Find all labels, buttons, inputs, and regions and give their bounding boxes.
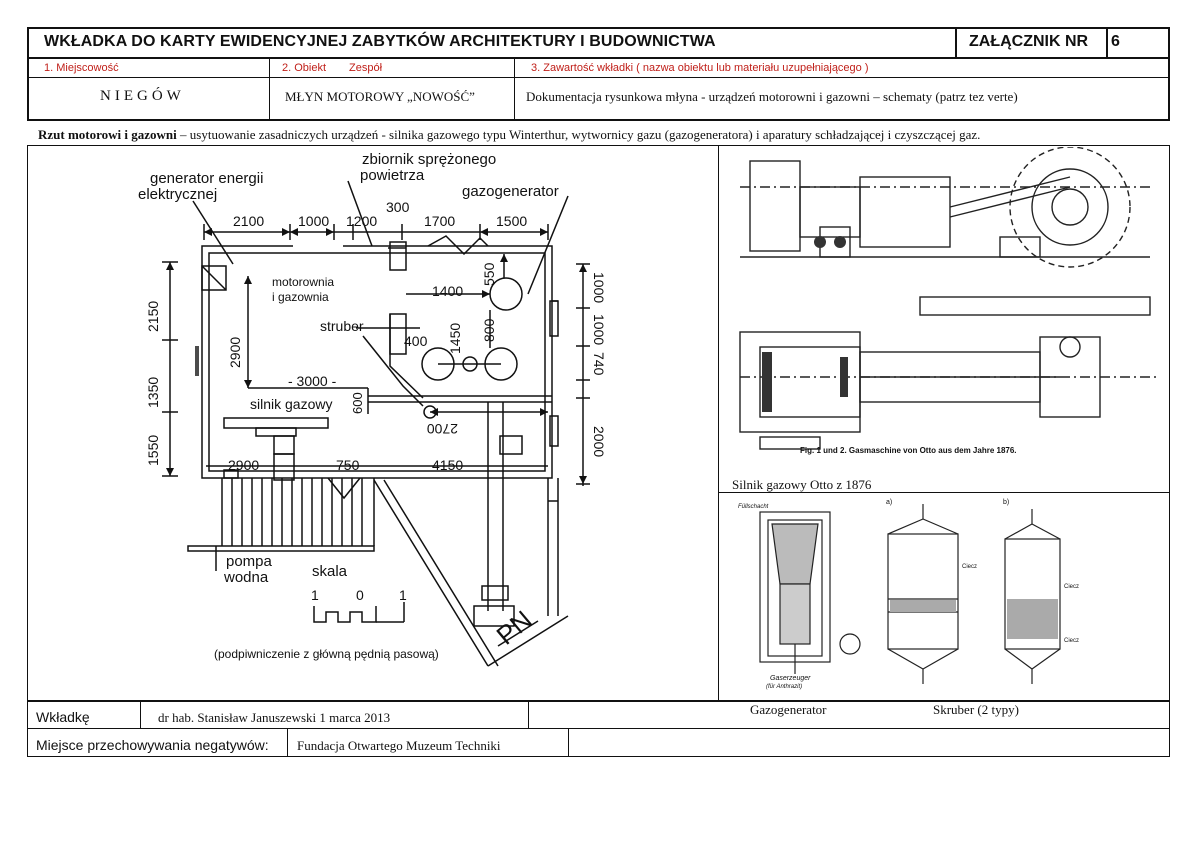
object-value: MŁYN MOTOROWY „NOWOŚĆ” (285, 89, 475, 104)
scheme-gaserzeuger: Gaserzeuger (770, 675, 811, 682)
content-label: 3. Zawartość wkładki ( nazwa obiektu lub… (531, 62, 869, 74)
dim-right-740: 740 (591, 352, 607, 376)
dim-2100: 2100 (233, 213, 264, 229)
dim-300: 300 (386, 199, 410, 215)
scheme-gaserzeuger-2: (für Anthrazit) (766, 684, 802, 690)
scheme-label-a: a) (886, 499, 892, 506)
content-frame (27, 145, 1170, 701)
caption-gasgenerator: Gazogenerator (750, 702, 827, 717)
label-gasgenerator: gazogenerator (462, 183, 559, 200)
content-value: Dokumentacja rysunkowa młyna - urządzeń … (526, 89, 1018, 104)
dim-2700: 2700 (427, 421, 458, 437)
insert-label: Wkładkę (36, 709, 90, 725)
object-label-sub: Zespół (349, 62, 383, 74)
caption-scrubber: Skruber (2 typy) (933, 702, 1019, 717)
dim-right-1000b: 1000 (591, 314, 607, 345)
dim-bottom-2900: 2900 (228, 457, 259, 473)
dim-2150: 2150 (145, 301, 161, 332)
label-pump: pompa (226, 553, 273, 570)
scheme-fuellschacht: Füllschacht (738, 504, 769, 510)
dim-1350: 1350 (145, 377, 161, 408)
dim-1450: 1450 (447, 323, 463, 354)
dim-1000: 1000 (298, 213, 329, 229)
header-row (27, 27, 1170, 59)
label-generator-2: elektrycznej (138, 186, 217, 203)
label-note: (podpiwniczenie z główną pędnią pasową) (214, 647, 439, 661)
scale-1: 1 (311, 587, 319, 603)
label-pn: PN (491, 604, 538, 650)
label-engine: silnik gazowy (250, 396, 332, 412)
dim-right-1000a: 1000 (591, 272, 607, 303)
scheme-ciecz-1: Ciecz (962, 564, 977, 570)
label-tank-2: powietrza (360, 167, 425, 184)
scale-1b: 1 (399, 587, 407, 603)
dim-1550: 1550 (145, 435, 161, 466)
storage-label: Miejsce przechowywania negatywów: (36, 737, 269, 753)
object-label: 2. Obiekt (282, 62, 327, 74)
dim-bottom-4150: 4150 (432, 457, 463, 473)
dim-400: 400 (404, 333, 428, 349)
scheme-label-b: b) (1003, 499, 1009, 506)
label-scale: skala (312, 563, 348, 580)
otto-caption: Silnik gazowy Otto z 1876 (732, 477, 872, 492)
floor-plan-drawing: generator energii elektrycznej zbiornik … (138, 151, 607, 667)
scheme-ciecz-3: Ciecz (1064, 638, 1079, 644)
dim-800: 800 (481, 318, 497, 342)
dim-2900-vertical: 2900 (227, 337, 243, 368)
dim-1500: 1500 (496, 213, 527, 229)
label-room: motorownia (272, 275, 334, 289)
dim-1700: 1700 (424, 213, 455, 229)
label-tank: zbiornik sprężonego (362, 151, 496, 168)
description-text: – usytuowanie zasadniczych urządzeń - si… (176, 127, 981, 142)
description-bold: Rzut motorowi i gazowni (38, 127, 177, 142)
description: Rzut motorowi i gazowni – usytuowanie za… (38, 127, 980, 143)
dim-bottom-750: 750 (336, 457, 360, 473)
dim-1400: 1400 (432, 283, 463, 299)
insert-value: dr hab. Stanisław Januszewski 1 marca 20… (158, 710, 391, 725)
locality-value: NIEGÓW (100, 88, 185, 104)
fields-table (27, 59, 1170, 121)
label-pump-2: wodna (223, 569, 269, 586)
otto-engine-drawing: Fig. 1 und 2. Gasmaschine von Otto aus d… (739, 147, 1160, 455)
document-title: WKŁADKA DO KARTY EWIDENCYJNEJ ZABYTKÓW A… (44, 33, 716, 50)
locality-label: 1. Miejscowość (44, 62, 119, 74)
attachment-label: ZAŁĄCZNIK NR (969, 33, 1089, 50)
dim-550: 550 (481, 262, 497, 286)
attachment-number: 6 (1111, 33, 1120, 50)
label-scrubber: struber (320, 318, 364, 334)
otto-fig-caption: Fig. 1 und 2. Gasmaschine von Otto aus d… (800, 446, 1017, 455)
gasgen-scrubber-schemes: a) b) Ciecz Ciecz Ciecz Gaserzeuger (für… (738, 499, 1079, 690)
label-generator: generator energii (150, 170, 263, 187)
scheme-ciecz-2: Ciecz (1064, 584, 1079, 590)
dim-3000: - 3000 - (288, 373, 337, 389)
label-room-2: i gazownia (272, 290, 329, 304)
scale-0: 0 (356, 587, 364, 603)
dim-600: 600 (350, 392, 365, 414)
storage-value: Fundacja Otwartego Muzeum Techniki (297, 738, 501, 753)
dim-1200: 1200 (346, 213, 377, 229)
footer-row-2 (27, 729, 1170, 757)
dim-right-2000: 2000 (591, 426, 607, 457)
footer-row-1 (27, 701, 1170, 729)
